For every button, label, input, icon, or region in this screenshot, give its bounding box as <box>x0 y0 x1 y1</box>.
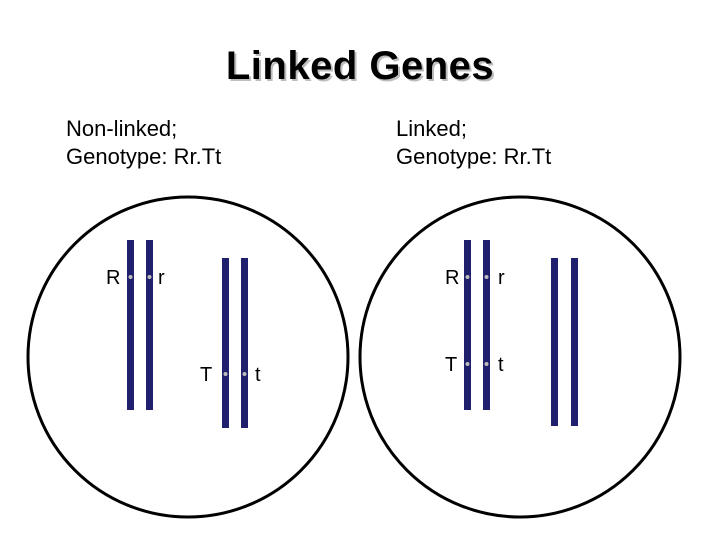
non-linked-cell <box>26 195 350 519</box>
centromere-dot <box>484 275 489 279</box>
chromosome <box>222 258 229 428</box>
chromosome <box>241 258 248 428</box>
non-linked-genotype: Genotype: Rr.Tt <box>66 144 222 169</box>
non-linked-label: Non-linked; Genotype: Rr.Tt <box>66 115 221 171</box>
linked-label: Linked; Genotype: Rr.Tt <box>396 115 551 171</box>
chromosome <box>127 240 134 410</box>
centromere-dot <box>465 275 470 279</box>
centromere-dot <box>465 362 470 366</box>
allele-label: t <box>498 354 504 376</box>
page-title: Linked Genes <box>225 44 495 88</box>
centromere-dot <box>484 362 489 366</box>
allele-label: R <box>106 267 120 289</box>
chromosome <box>551 258 558 426</box>
allele-label: r <box>158 267 165 289</box>
allele-label: t <box>255 364 261 386</box>
chromosome <box>146 240 153 410</box>
allele-label: r <box>498 267 505 289</box>
linked-unlabeled-chromosome-pair <box>551 258 578 426</box>
centromere-dot <box>223 372 228 376</box>
centromere-dot <box>147 275 152 279</box>
allele-label: T <box>445 354 457 376</box>
linked-heading: Linked; <box>396 116 467 141</box>
centromere-dot <box>128 275 133 279</box>
centromere-dot <box>242 372 247 376</box>
non-linked-heading: Non-linked; <box>66 116 178 141</box>
linked-cell <box>358 195 682 519</box>
non-linked-chromosome-pair-r: R r <box>106 240 165 410</box>
linked-genotype: Genotype: Rr.Tt <box>396 144 552 169</box>
chromosome <box>571 258 578 426</box>
chromosome <box>483 240 490 410</box>
allele-label: R <box>445 267 459 289</box>
allele-label: T <box>200 364 212 386</box>
non-linked-chromosome-pair-t: T t <box>200 258 261 428</box>
chromosome <box>464 240 471 410</box>
linked-chromosome-pair: R r T t <box>445 240 505 410</box>
